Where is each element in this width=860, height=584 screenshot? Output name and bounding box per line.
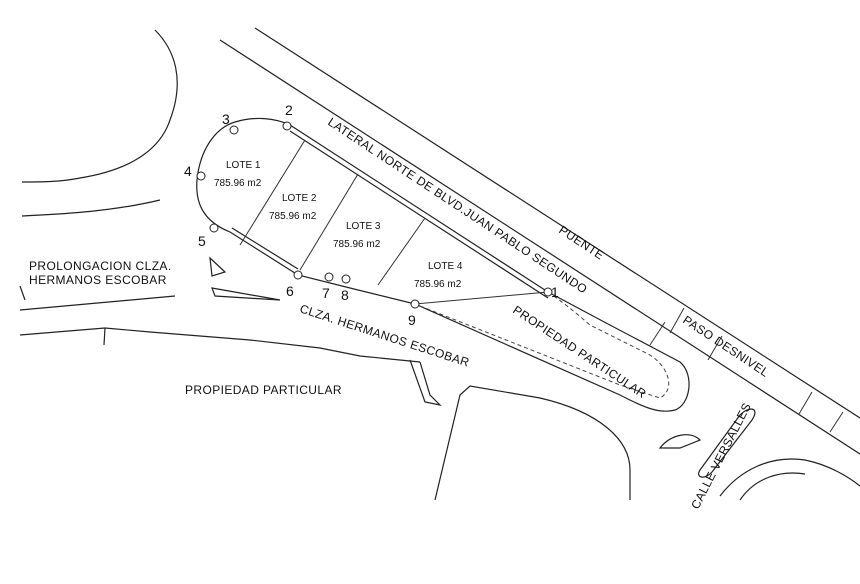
lot-4-name: LOTE 4 [428,261,463,272]
vertex-3-marker [229,125,239,135]
vertex-8-label: 8 [341,287,349,303]
vertex-7-label: 7 [322,285,330,301]
clza-hermanos-escobar-label: CLZA. HERMANOS ESCOBAR [298,302,471,370]
propiedad-particular-right-label: PROPIEDAD PARTICULAR [510,303,649,401]
vertex-labels: 1 2 3 4 5 6 7 8 9 [184,102,559,328]
vertex-6-label: 6 [286,283,294,299]
vertex-8-marker [341,274,351,284]
lot-3-area: 785.96 m2 [333,239,381,250]
prolongacion-label-line1: PROLONGACION CLZA. [29,259,172,273]
vertex-4-label: 4 [184,163,192,179]
vertex-7-marker [324,272,334,282]
lot-1-name: LOTE 1 [226,160,261,171]
parcel-outline [196,117,690,412]
lot-4-area: 785.96 m2 [414,279,462,290]
vertex-2-label: 2 [285,102,293,118]
vertex-9-marker [410,299,420,309]
vertex-1-label: 1 [551,284,559,300]
vertex-9-label: 9 [408,312,416,328]
lot-2-name: LOTE 2 [282,193,317,204]
boulevard-band [219,27,860,455]
vertex-4-marker [196,171,206,181]
lot-3-name: LOTE 3 [346,221,381,232]
right-road-curves [409,359,860,501]
vertex-6-marker [293,270,303,280]
vertex-3-label: 3 [222,111,230,127]
lot-1-area: 785.96 m2 [214,178,262,189]
prolongacion-label-line2: HERMANOS ESCOBAR [29,273,167,287]
street-labels: LATERAL NORTE DE BLVD.JUAN PABLO SEGUNDO… [29,115,772,512]
lot-2-area: 785.96 m2 [269,211,317,222]
vertex-5-label: 5 [198,233,206,249]
left-road-curves [19,29,421,363]
vertex-5-marker [209,223,219,233]
vertex-2-marker [282,121,292,131]
vertex-markers [196,121,553,309]
vertex-1-marker [543,287,553,297]
propiedad-particular-bottom-label: PROPIEDAD PARTICULAR [185,383,342,397]
puente-label: PUENTE [556,223,606,263]
lot-labels: LOTE 1 785.96 m2 LOTE 2 785.96 m2 LOTE 3… [214,160,463,290]
